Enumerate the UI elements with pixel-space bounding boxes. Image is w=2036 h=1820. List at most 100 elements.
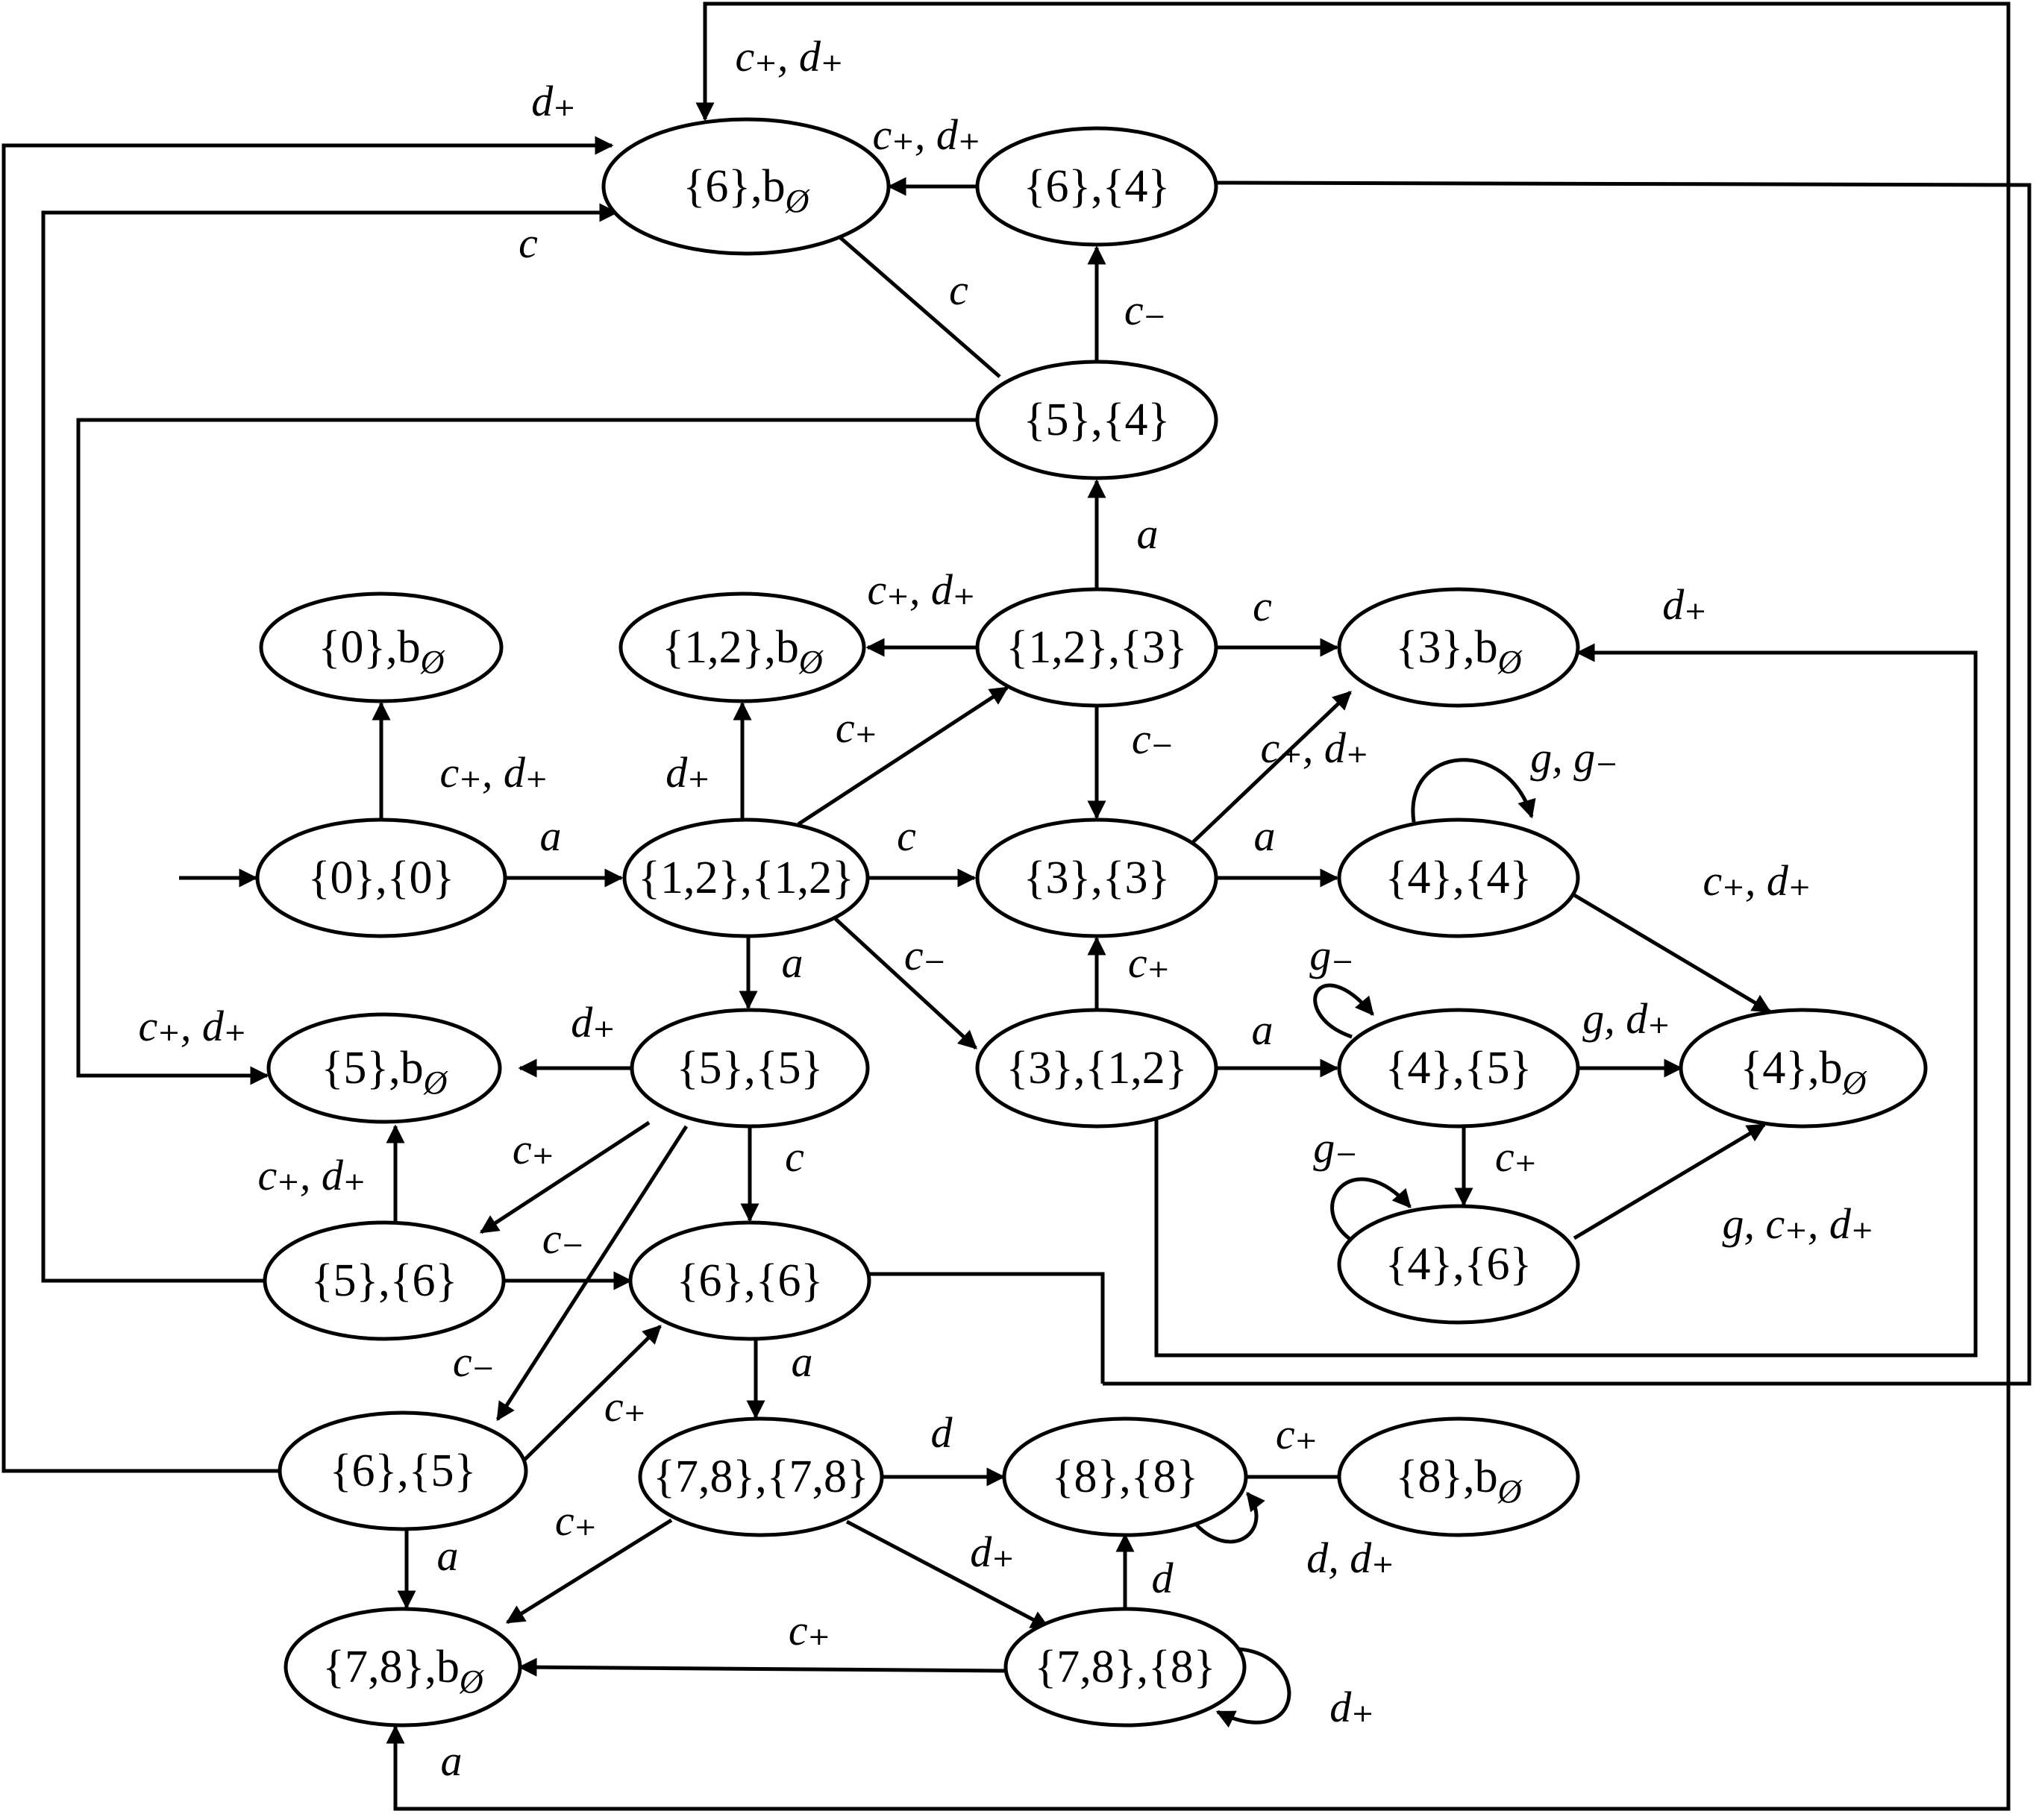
edge-label: a xyxy=(1254,812,1276,860)
state-node-00[interactable]: {0},{0} xyxy=(255,818,507,938)
state-node-0b[interactable]: {0},bØ xyxy=(259,592,504,703)
state-node-6b[interactable]: {6},bØ xyxy=(601,117,891,256)
state-ellipse xyxy=(1003,1607,1247,1728)
state-node-12b[interactable]: {1,2},bØ xyxy=(618,592,866,703)
state-label-text: {5},{4} xyxy=(1024,395,1171,445)
edge-788-88: d xyxy=(1115,1533,1174,1609)
state-node-64[interactable]: {6},{4} xyxy=(975,126,1218,247)
state-label: {1,2},bØ xyxy=(662,622,824,680)
state-ellipse xyxy=(975,587,1218,708)
state-node-54[interactable]: {5},{4} xyxy=(975,360,1218,480)
edge-arrow xyxy=(1573,1123,1767,1240)
state-label: {4},{5} xyxy=(1385,1043,1532,1093)
state-node-66[interactable]: {6},{6} xyxy=(628,1220,871,1341)
state-label-text: {6},{5} xyxy=(330,1446,477,1496)
state-label-subscript: Ø xyxy=(1842,1064,1868,1101)
edge-label: c xyxy=(897,812,916,860)
state-node-5b[interactable]: {5},bØ xyxy=(266,1012,502,1124)
state-node-7878[interactable]: {7,8},{7,8} xyxy=(638,1416,884,1537)
state-label-text: {4},{4} xyxy=(1385,853,1532,903)
state-node-45[interactable]: {4},{5} xyxy=(1337,1008,1580,1129)
state-label-text: {4},{6} xyxy=(1385,1239,1532,1290)
state-node-4b[interactable]: {4},bØ xyxy=(1679,1008,1928,1129)
edge-00-1212: a xyxy=(505,812,624,888)
state-node-8b[interactable]: {8},bØ xyxy=(1337,1416,1580,1537)
edge-arrow xyxy=(1191,1492,1265,1544)
edge-123-54: a xyxy=(1087,479,1159,589)
edge-label: g, c₊, d₊ xyxy=(1723,1199,1874,1248)
edge-label: a xyxy=(1252,1005,1274,1054)
state-label-text: {7,8},b xyxy=(322,1642,460,1692)
edge-312-45: a xyxy=(1216,1005,1339,1078)
edge-label: d₊ xyxy=(1662,580,1707,629)
edge-54-5b: c₊, d₊ xyxy=(76,418,977,1085)
state-ellipse xyxy=(975,360,1218,480)
edge-arrow xyxy=(1411,758,1536,823)
state-label: {4},{4} xyxy=(1385,853,1532,903)
state-label-subscript: Ø xyxy=(785,183,811,219)
state-label: {5},{6} xyxy=(311,1255,458,1306)
edge-label: a xyxy=(441,1736,463,1785)
edge-arrow xyxy=(1,136,614,1473)
state-label-text: {5},{6} xyxy=(311,1255,458,1306)
edge-56-5b: c₊, d₊ xyxy=(258,1124,405,1223)
state-node-33[interactable]: {3},{3} xyxy=(975,818,1218,938)
edge-label: c xyxy=(519,219,538,267)
state-label: {3},{1,2} xyxy=(1006,1043,1187,1093)
state-label: {1,2},{3} xyxy=(1006,622,1187,673)
edge-312-33: c₊ xyxy=(1087,936,1170,1010)
edge-label: a xyxy=(437,1531,459,1580)
state-ellipse xyxy=(1337,587,1580,708)
edge-label: d xyxy=(931,1408,953,1457)
edge-arrow xyxy=(495,1125,689,1422)
edge-123-33: c₋ xyxy=(1087,706,1174,820)
state-label-text: {5},{5} xyxy=(677,1043,824,1093)
edge-788-78b: c₊ xyxy=(518,1606,1006,1677)
state-node-88[interactable]: {8},{8} xyxy=(1002,1416,1248,1537)
state-label: {8},{8} xyxy=(1052,1452,1199,1502)
state-node-123[interactable]: {1,2},{3} xyxy=(975,587,1218,708)
edge-arrow xyxy=(797,685,1009,826)
state-label-text: {5},b xyxy=(322,1043,424,1093)
state-node-3b[interactable]: {3},bØ xyxy=(1337,587,1580,708)
state-node-1212[interactable]: {1,2},{1,2} xyxy=(622,818,870,938)
edge-label: g, d₊ xyxy=(1582,994,1670,1043)
edge-66-7878: a xyxy=(746,1337,813,1419)
state-label-text: {3},{3} xyxy=(1024,853,1171,903)
edge-label: d, d₊ xyxy=(1306,1534,1394,1582)
state-node-788[interactable]: {7,8},{8} xyxy=(1003,1607,1247,1728)
edge-arrow xyxy=(386,1384,2011,1811)
edge-label: c₊, d₊ xyxy=(736,32,844,81)
edge-64-out xyxy=(1103,181,2032,1386)
edge-7878-78b: c₊ xyxy=(505,1496,673,1625)
edge-123-12b: c₊, d₊ xyxy=(865,565,977,657)
state-label-text: {4},{5} xyxy=(1385,1043,1532,1093)
edge-label: a xyxy=(782,938,804,987)
state-label-subscript: Ø xyxy=(798,644,824,680)
edge-33-3b: c₊, d₊ xyxy=(1191,691,1368,844)
edge-88-loop: d, d₊ xyxy=(1191,1492,1394,1582)
state-node-78b[interactable]: {7,8},bØ xyxy=(284,1607,522,1728)
edge-label: g₋ xyxy=(1313,1123,1358,1172)
state-node-312[interactable]: {3},{1,2} xyxy=(975,1008,1218,1129)
edge-55-5b: d₊ xyxy=(518,998,632,1078)
state-ellipse xyxy=(618,592,866,703)
edge-bottom-78b: a xyxy=(386,1384,2011,1811)
state-label: {6},{6} xyxy=(677,1255,824,1306)
state-label-text: {1,2},{1,2} xyxy=(638,853,854,903)
edge-45-4b: g, d₊ xyxy=(1578,994,1683,1078)
state-node-65[interactable]: {6},{5} xyxy=(278,1410,528,1531)
state-node-44[interactable]: {4},{4} xyxy=(1337,818,1580,938)
edge-65-78b: a xyxy=(397,1529,459,1610)
edge-label: c₊ xyxy=(555,1496,597,1545)
state-ellipse xyxy=(1337,1008,1580,1129)
edge-label: c₊, d₊ xyxy=(1703,856,1811,905)
edge-label: c₋ xyxy=(1132,715,1174,763)
state-node-55[interactable]: {5},{5} xyxy=(630,1008,870,1129)
edge-arrow xyxy=(1154,643,1978,1358)
state-node-56[interactable]: {5},{6} xyxy=(263,1220,506,1341)
edge-arrow xyxy=(1573,893,1772,1014)
state-node-46[interactable]: {4},{6} xyxy=(1337,1204,1580,1325)
edge-56-66: c₋ xyxy=(504,1214,633,1290)
state-ellipse xyxy=(601,117,891,256)
